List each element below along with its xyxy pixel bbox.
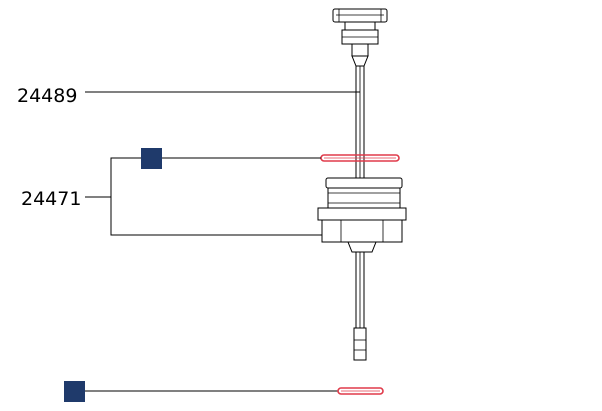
part-number-upper-label: 24489 <box>17 85 77 107</box>
callout-upper: 24489 <box>17 85 360 107</box>
filled-square-marker-icon[interactable] <box>64 381 85 402</box>
filled-square-marker-icon[interactable] <box>141 148 162 169</box>
upper-stem <box>355 65 365 181</box>
valve-body <box>317 177 407 253</box>
top-cap <box>332 8 388 67</box>
lower-stem <box>353 251 367 361</box>
part-number-lower-label: 24471 <box>21 188 81 210</box>
lower-o-ring-highlight[interactable] <box>337 387 384 395</box>
loose-o-ring-callout <box>64 381 384 402</box>
callout-lower: 24471 <box>21 148 322 236</box>
callout-bracket <box>110 157 322 236</box>
